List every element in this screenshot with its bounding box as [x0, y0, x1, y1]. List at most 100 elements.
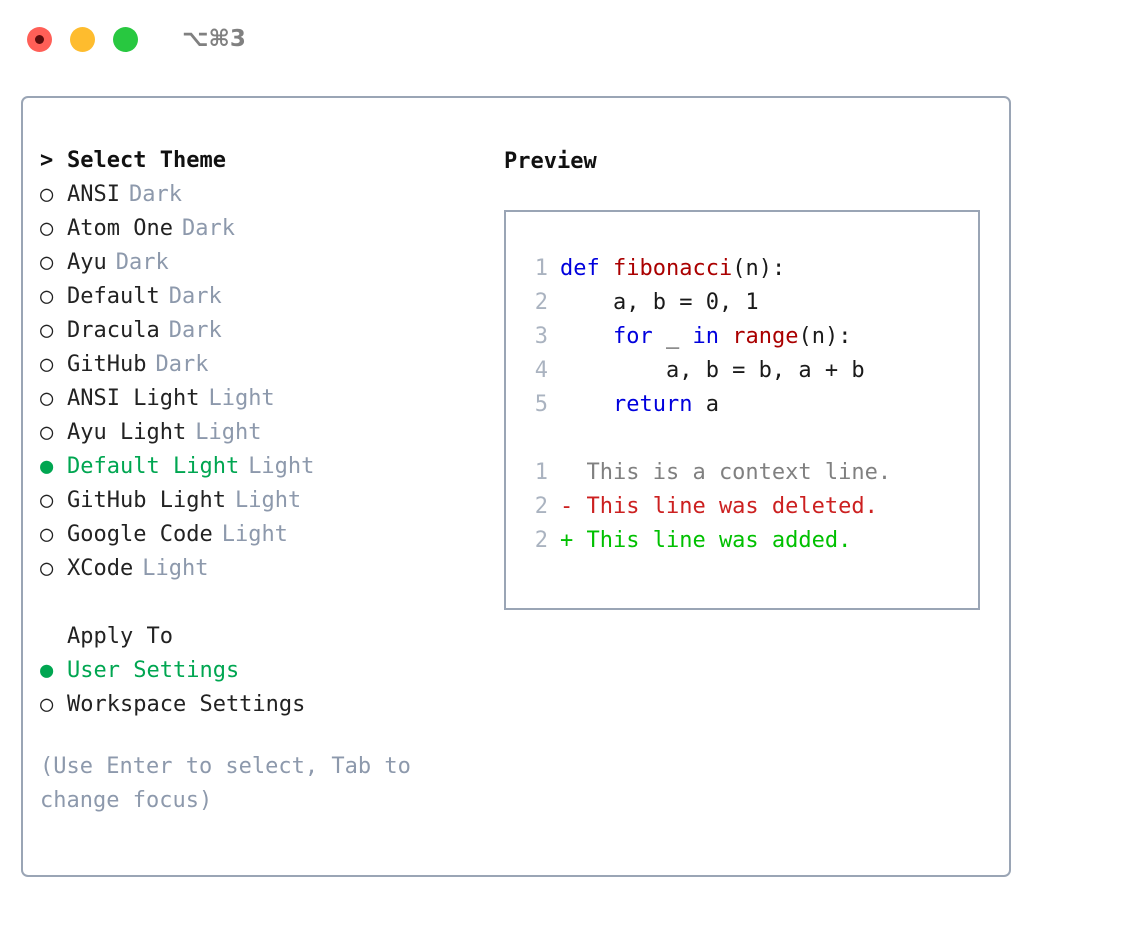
- line-number: 2: [534, 528, 548, 553]
- diff-line: 2+ This line was added.: [522, 528, 978, 562]
- code-token: a: [692, 392, 719, 417]
- diff-line-text: - This line was deleted.: [560, 494, 878, 519]
- title-bar: ⌥⌘3: [0, 0, 1140, 78]
- code-line: 1 def fibonacci(n):: [522, 256, 978, 290]
- theme-variant-tag: Light: [142, 556, 209, 581]
- code-token: a, b = 0, 1: [560, 290, 759, 315]
- radio-selected-icon[interactable]: ●: [40, 658, 54, 683]
- radio-unselected-icon[interactable]: ○: [40, 284, 54, 309]
- keyboard-hint: (Use Enter to select, Tab to change focu…: [40, 754, 425, 813]
- close-button[interactable]: [27, 26, 52, 52]
- code-line-text: def fibonacci(n):: [560, 256, 785, 281]
- apply-to-options: ● User Settings ○ Workspace Settings: [40, 658, 500, 726]
- diff-sample: 1 This is a context line.2- This line wa…: [522, 460, 978, 562]
- code-token: (n):: [732, 256, 786, 281]
- theme-variant-tag: Light: [208, 386, 275, 411]
- code-token: [719, 324, 732, 349]
- radio-unselected-icon[interactable]: ○: [40, 522, 54, 547]
- line-number: 1: [534, 256, 548, 281]
- radio-unselected-icon[interactable]: ○: [40, 318, 54, 343]
- code-token: _: [652, 324, 693, 349]
- theme-name-label: Atom One: [67, 216, 173, 241]
- theme-variant-tag: Dark: [168, 318, 222, 343]
- theme-name-label: Google Code: [67, 522, 213, 547]
- theme-list-item[interactable]: ● Default Light Light: [40, 454, 500, 488]
- theme-variant-tag: Light: [221, 522, 288, 547]
- apply-to-option-label: User Settings: [67, 658, 240, 683]
- code-line: 2 a, b = 0, 1: [522, 290, 978, 324]
- code-line-text: return a: [560, 392, 719, 417]
- radio-unselected-icon[interactable]: ○: [40, 216, 54, 241]
- theme-variant-tag: Dark: [155, 352, 209, 377]
- apply-to-heading: Apply To: [40, 624, 500, 658]
- theme-list-item[interactable]: ○ Default Dark: [40, 284, 500, 318]
- line-number: 2: [534, 290, 548, 315]
- select-theme-heading: > Select Theme: [40, 148, 500, 182]
- list-spacer: [40, 590, 500, 624]
- minimize-button[interactable]: [70, 26, 95, 52]
- theme-list-item[interactable]: ○ ANSI Light Light: [40, 386, 500, 420]
- radio-unselected-icon[interactable]: ○: [40, 182, 54, 207]
- select-theme-heading-label: Select Theme: [67, 148, 226, 173]
- theme-list-item[interactable]: ○ GitHub Dark: [40, 352, 500, 386]
- code-line-text: for _ in range(n):: [560, 324, 851, 349]
- apply-to-option[interactable]: ● User Settings: [40, 658, 500, 692]
- radio-selected-icon[interactable]: ●: [40, 454, 54, 479]
- theme-name-label: Ayu Light: [67, 420, 187, 445]
- line-number: 5: [534, 392, 548, 417]
- code-token: [560, 392, 613, 417]
- code-line-text: a, b = b, a + b: [560, 358, 865, 383]
- radio-unselected-icon[interactable]: ○: [40, 420, 54, 445]
- theme-variant-tag: Dark: [128, 182, 182, 207]
- shortcut-label: ⌥⌘3: [182, 26, 246, 52]
- theme-list-item[interactable]: ○ Dracula Dark: [40, 318, 500, 352]
- code-token: for: [612, 324, 653, 349]
- theme-list-item[interactable]: ○ Ayu Light Light: [40, 420, 500, 454]
- recording-dot-icon: [35, 34, 44, 44]
- diff-line-text: This is a context line.: [560, 460, 892, 485]
- theme-variant-tag: Light: [248, 454, 315, 479]
- code-token: (n):: [798, 324, 852, 349]
- code-token: in: [692, 324, 719, 349]
- theme-name-label: Default: [67, 284, 160, 309]
- theme-variant-tag: Dark: [168, 284, 222, 309]
- preview-title: Preview: [504, 149, 597, 174]
- theme-variant-tag: Light: [234, 488, 302, 513]
- apply-to-option-label: Workspace Settings: [67, 692, 306, 717]
- theme-list-item[interactable]: ○ Google Code Light: [40, 522, 500, 556]
- code-token: a, b = b, a + b: [560, 358, 865, 383]
- code-line-text: a, b = 0, 1: [560, 290, 759, 315]
- theme-name-label: Dracula: [67, 318, 160, 343]
- maximize-button[interactable]: [113, 26, 138, 52]
- radio-unselected-icon[interactable]: ○: [40, 386, 54, 411]
- apply-to-option[interactable]: ○ Workspace Settings: [40, 692, 500, 726]
- radio-unselected-icon[interactable]: ○: [40, 556, 54, 581]
- line-number: 4: [534, 358, 548, 383]
- theme-name-label: Default Light: [67, 454, 240, 479]
- code-line: 5 return a: [522, 392, 978, 426]
- theme-name-label: Ayu: [67, 250, 107, 275]
- diff-line: 1 This is a context line.: [522, 460, 978, 494]
- theme-list-item[interactable]: ○ GitHub Light Light: [40, 488, 500, 522]
- radio-unselected-icon[interactable]: ○: [40, 250, 54, 275]
- line-number: 2: [534, 494, 548, 519]
- code-token: return: [612, 392, 693, 417]
- theme-variant-tag: Light: [195, 420, 262, 445]
- theme-name-label: GitHub Light: [67, 488, 226, 513]
- radio-unselected-icon[interactable]: ○: [40, 692, 54, 717]
- radio-unselected-icon[interactable]: ○: [40, 352, 54, 377]
- diff-line: 2 - This line was deleted.: [522, 494, 978, 528]
- theme-name-label: GitHub: [67, 352, 147, 377]
- theme-name-label: ANSI Light: [67, 386, 200, 411]
- line-number: 1: [534, 460, 548, 485]
- radio-unselected-icon[interactable]: ○: [40, 488, 54, 513]
